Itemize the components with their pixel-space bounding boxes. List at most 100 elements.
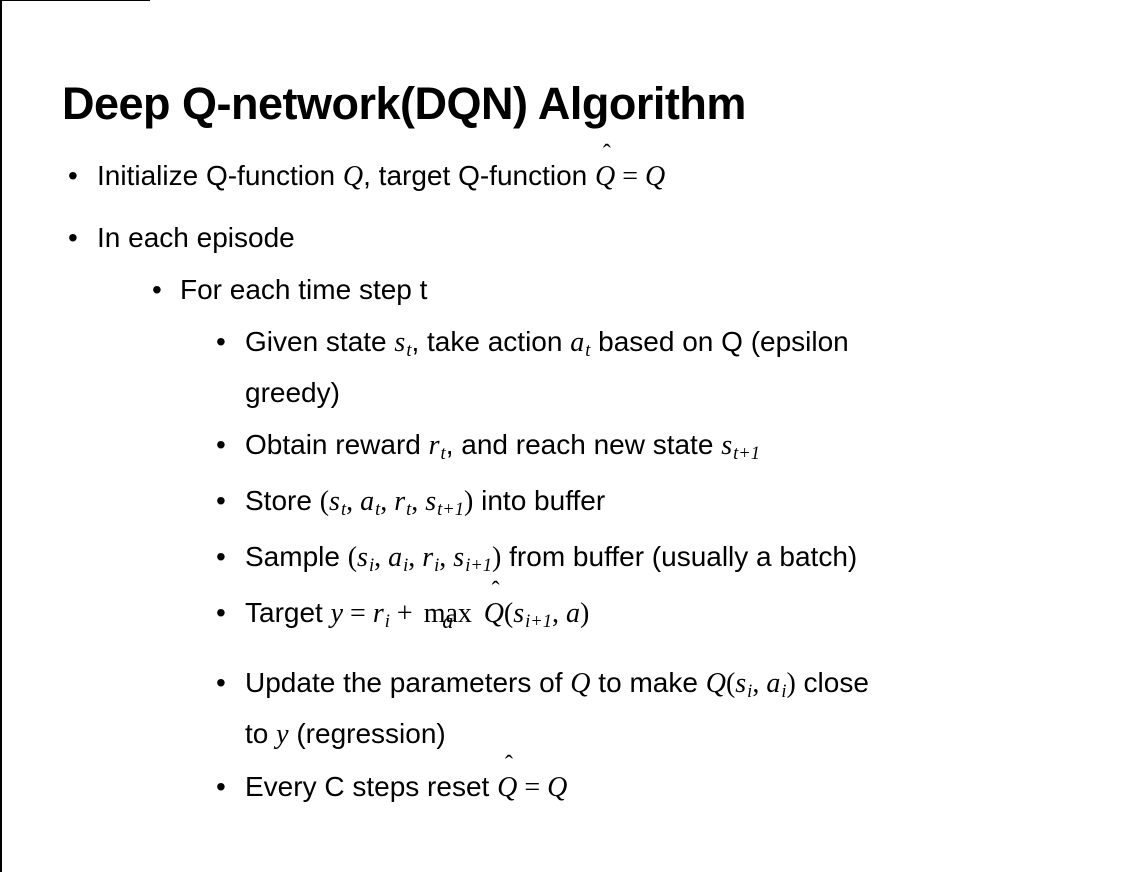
math-subscript: i	[434, 555, 440, 576]
bullet-marker: •	[216, 541, 226, 572]
bullet-marker: •	[68, 222, 78, 253]
bullet-item: •In each episode	[0, 214, 1104, 261]
math-subscript: t	[440, 443, 446, 464]
bullet-text: Sample (si, ai, ri, si+1) from buffer (u…	[245, 541, 858, 576]
math-symbol: ,	[374, 542, 389, 573]
math-variable: Q	[547, 772, 568, 803]
math-symbol: ,	[411, 486, 426, 517]
math-variable: r	[422, 542, 434, 573]
math-symbol: =	[343, 598, 373, 629]
math-symbol: ,	[752, 668, 767, 699]
plain-text: Sample	[245, 541, 348, 572]
plain-text: Target	[245, 597, 331, 628]
math-variable: a	[360, 486, 375, 517]
math-subscript: t	[406, 340, 412, 361]
plain-text: from buffer (usually a batch)	[501, 541, 858, 572]
math-variable: r	[394, 486, 406, 517]
plain-text: to make	[590, 667, 706, 698]
math-symbol: +	[389, 598, 420, 629]
plain-text: greedy)	[245, 377, 340, 408]
bullet-marker: •	[68, 160, 78, 191]
math-subscript: t+1	[437, 499, 465, 520]
plain-text: Obtain reward	[245, 429, 429, 460]
plain-text: Given state	[245, 326, 395, 357]
bullet-item: • Store (st, at, rt, st+1) into buffer	[0, 477, 1104, 528]
math-symbol: )	[464, 486, 474, 517]
bullet-marker: •	[216, 597, 226, 628]
slide-title: Deep Q-network(DQN) Algorithm	[62, 78, 746, 130]
math-variable: a	[566, 598, 580, 629]
bullet-marker: •	[216, 667, 226, 698]
math-variable: Q	[342, 161, 364, 192]
bullet-marker: •	[152, 274, 162, 305]
math-variable: a	[388, 542, 403, 573]
math-symbol: )	[786, 668, 796, 699]
math-variable: s	[453, 542, 465, 573]
bullet-text: Obtain reward rt, and reach new state st…	[245, 429, 760, 464]
math-subscript: i+1	[465, 555, 493, 576]
plain-text: For each time step t	[180, 274, 428, 305]
plain-text: Store	[245, 485, 320, 516]
math-subscript: t+1	[733, 443, 760, 464]
math-subscript: t	[340, 499, 347, 520]
bullet-item: • Initialize Q-function Q, target Q-funct…	[0, 143, 1104, 200]
math-symbol: )	[492, 542, 502, 573]
bullet-item: • Update the parameters of Q to make Q(si…	[0, 659, 1104, 758]
math-variable: s	[394, 327, 406, 358]
math-symbol: (	[503, 598, 514, 629]
plain-text: Every C steps reset	[245, 771, 498, 802]
math-variable: y	[276, 719, 289, 750]
bullet-text: Given state st, take action at based on …	[245, 326, 849, 408]
plain-text: , and reach new state	[445, 429, 722, 460]
plain-text	[476, 597, 484, 628]
math-subscript: i	[781, 681, 787, 702]
bullet-text: For each time step t	[180, 274, 427, 305]
plain-text: close	[795, 667, 869, 698]
bullet-marker: •	[216, 326, 226, 357]
bullet-text: Initialize Q-function Q, target Q-functi…	[97, 143, 665, 192]
bullet-text: Update the parameters of Q to make Q(si,…	[245, 667, 869, 750]
math-symbol: )	[580, 598, 590, 629]
math-variable: s	[735, 668, 747, 699]
plain-text: to	[245, 718, 277, 749]
math-subscript: t	[375, 499, 381, 520]
math-symbol: ,	[439, 542, 454, 573]
bullet-item: • Given state st, take action at based on…	[0, 318, 1104, 416]
plain-text: into buffer	[473, 485, 606, 516]
plain-text: (regression)	[288, 718, 446, 749]
math-subscript: i	[403, 555, 409, 576]
bullet-marker: •	[216, 485, 226, 516]
math-symbol: (	[725, 668, 736, 699]
math-variable: s	[513, 598, 525, 629]
bullet-item: •Obtain reward rt, and reach new state s…	[0, 421, 1104, 472]
math-subscript: i	[747, 681, 753, 702]
bullet-text: Store (st, at, rt, st+1) into buffer	[245, 485, 606, 520]
math-symbol: ,	[552, 598, 566, 629]
math-variable: s	[329, 486, 340, 517]
plain-text: , target Q-function	[363, 160, 596, 191]
math-subscript: i+1	[525, 611, 552, 632]
math-variable: s	[721, 430, 733, 461]
math-subscript: t	[406, 499, 412, 520]
math-symbol: (	[319, 486, 330, 517]
math-subscript: i	[384, 611, 390, 632]
plain-text: Initialize Q-function	[97, 160, 343, 191]
bullet-marker: •	[216, 771, 226, 802]
math-variable: r	[428, 430, 440, 461]
bullet-item: • For each time step t	[0, 266, 1104, 313]
plain-text: based on Q (epsilon	[590, 326, 849, 357]
window-edge-top	[0, 0, 150, 1]
math-subscript: i	[368, 555, 375, 576]
math-variable: s	[425, 486, 437, 517]
math-symbol: =	[517, 772, 548, 803]
math-symbol: ,	[346, 486, 361, 517]
math-symbol: =	[615, 161, 646, 192]
